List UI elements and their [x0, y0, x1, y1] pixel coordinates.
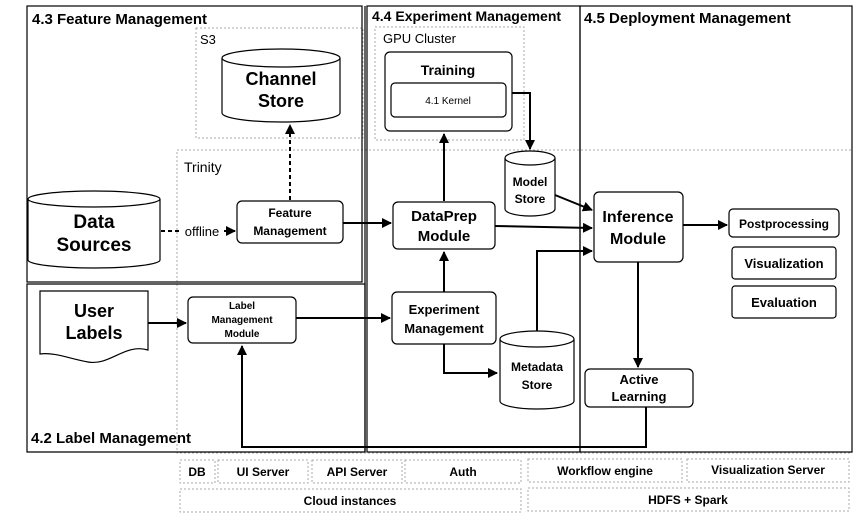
- training-label: Training: [421, 62, 475, 78]
- offline-label: offline: [185, 224, 219, 239]
- gpu-cluster-label: GPU Cluster: [383, 31, 457, 46]
- active-learning-label-1: Active: [619, 372, 658, 387]
- active-learning-label-2: Learning: [612, 389, 667, 404]
- s3-label: S3: [200, 32, 216, 47]
- data-sources-cylinder: Data Sources: [27, 190, 161, 269]
- user-labels-document: User Labels: [39, 290, 149, 364]
- cloud-instances-box: [179, 488, 522, 513]
- visualization-server-label: Visualization Server: [711, 463, 825, 477]
- model-store-cylinder: Model Store: [504, 150, 556, 217]
- inference-label-1: Inference: [602, 209, 673, 226]
- visualization-box: [731, 246, 837, 280]
- workflow-engine-box: [527, 458, 683, 483]
- api-server-box: [311, 459, 403, 484]
- active-learning-box: [584, 368, 694, 408]
- svg-text:User: User: [74, 301, 114, 321]
- edge-dataprep-to-inference: [494, 222, 593, 233]
- feature-management-panel: [26, 5, 363, 283]
- gpu-cluster-group: [374, 26, 525, 141]
- experiment-management-title: 4.4 Experiment Management: [372, 8, 561, 24]
- visualization-label: Visualization: [744, 256, 823, 271]
- api-server-label: API Server: [327, 465, 388, 479]
- deployment-management-panel: [579, 5, 853, 453]
- s3-group: [195, 27, 364, 139]
- trinity-group: [176, 149, 853, 454]
- label-module-label-2: Management: [211, 315, 273, 326]
- dataprep-module-box: [392, 201, 496, 250]
- svg-text:Sources: Sources: [57, 235, 132, 256]
- svg-text:Metadata: Metadata: [511, 360, 563, 374]
- svg-text:Store: Store: [258, 91, 304, 111]
- auth-label: Auth: [449, 465, 476, 479]
- label-management-title: 4.2 Label Management: [31, 430, 191, 447]
- cloud-instances-label: Cloud instances: [304, 494, 397, 508]
- experiment-management-box: [391, 291, 497, 345]
- dataprep-label-2: Module: [418, 228, 471, 245]
- dataprep-label-1: DataPrep: [411, 208, 477, 225]
- evaluation-box: [731, 285, 837, 319]
- edge-experiment-to-metadata-store: [443, 344, 498, 378]
- workflow-engine-label: Workflow engine: [557, 464, 653, 478]
- svg-text:Data: Data: [73, 212, 115, 233]
- offline-label-bg: [181, 223, 223, 239]
- trinity-label: Trinity: [184, 159, 222, 175]
- feature-management-title: 4.3 Feature Management: [32, 11, 207, 28]
- inference-label-2: Module: [610, 231, 666, 248]
- feature-management-label-2: Management: [253, 224, 326, 238]
- metadata-store-cylinder: Metadata Store: [499, 330, 575, 410]
- edge-model-store-to-inference: [554, 194, 593, 212]
- deployment-management-title: 4.5 Deployment Management: [584, 10, 791, 27]
- inference-module-box: [593, 191, 684, 263]
- label-module-label-1: Label: [229, 301, 255, 312]
- feature-management-label-1: Feature: [268, 206, 312, 220]
- ui-server-box: [217, 459, 309, 484]
- edge-metadata-store-to-inference: [536, 246, 593, 331]
- svg-text:Channel: Channel: [245, 69, 316, 89]
- postprocessing-label: Postprocessing: [739, 217, 829, 231]
- kernel-box: [390, 82, 507, 118]
- kernel-label: 4.1 Kernel: [425, 96, 471, 107]
- postprocessing-box: [728, 208, 840, 238]
- experiment-label-2: Management: [404, 321, 484, 336]
- svg-text:Labels: Labels: [65, 323, 122, 343]
- visualization-server-box: [686, 458, 850, 483]
- label-module-label-3: Module: [225, 329, 260, 340]
- label-management-module-box: [187, 296, 297, 344]
- ui-server-label: UI Server: [237, 465, 290, 479]
- svg-text:Store: Store: [522, 378, 553, 392]
- svg-text:Model: Model: [513, 175, 548, 189]
- db-label: DB: [188, 465, 206, 479]
- experiment-label-1: Experiment: [409, 302, 480, 317]
- edge-active-learning-to-label-module: [237, 345, 647, 448]
- svg-text:Store: Store: [515, 192, 546, 206]
- infrastructure-row: DB UI Server API Server Auth Workflow en…: [179, 458, 850, 513]
- hdfs-spark-box: [527, 487, 850, 512]
- channel-store-cylinder: Channel Store: [221, 48, 341, 123]
- evaluation-label: Evaluation: [751, 295, 817, 310]
- hdfs-spark-label: HDFS + Spark: [648, 493, 728, 507]
- edge-training-to-model-store: [512, 92, 535, 150]
- db-box: [179, 459, 216, 484]
- auth-box: [404, 459, 522, 484]
